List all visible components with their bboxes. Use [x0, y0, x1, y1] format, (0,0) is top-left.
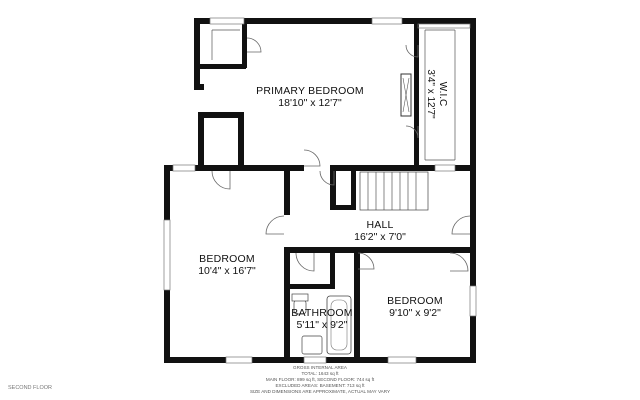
room-labels: PRIMARY BEDROOM 18'10" x 12'7" W.I.C 3'4…: [198, 69, 448, 331]
windows: [163, 17, 477, 364]
stairs: [359, 171, 429, 211]
area-summary: GROSS INTERNAL AREA TOTAL: 1643 sq ft MA…: [250, 365, 390, 394]
hall-dims: 16'2" x 7'0": [354, 231, 406, 243]
primary-bedroom-name: PRIMARY BEDROOM: [256, 85, 364, 97]
bedroom-right-dims: 9'10" x 9'2": [389, 307, 441, 319]
primary-bedroom-dims: 18'10" x 12'7": [278, 97, 342, 109]
bathroom-dims: 5'11" x 9'2": [297, 319, 348, 331]
area-title: GROSS INTERNAL AREA: [293, 365, 348, 370]
floor-label: SECOND FLOOR: [8, 385, 52, 391]
fixtures: [211, 29, 471, 355]
hall-name: HALL: [366, 219, 393, 231]
area-main: MAIN FLOOR: 899 sq ft, SECOND FLOOR: 744…: [266, 377, 375, 382]
wic-name: W.I.C: [437, 82, 448, 106]
bedroom-left-name: BEDROOM: [199, 253, 255, 265]
area-excluded: EXCLUDED AREAS: BASEMENT: 713 sq ft: [275, 383, 365, 388]
bathroom-name: BATHROOM: [291, 307, 353, 319]
bedroom-left-dims: 10'4" x 16'7": [198, 265, 256, 277]
wic-dims: 3'4" x 12'7": [425, 69, 436, 119]
area-note: SIZE AND DIMENSIONS ARE APPROXIMATE, ACT…: [250, 389, 390, 394]
area-total: TOTAL: 1643 sq ft: [301, 371, 339, 376]
bedroom-right-name: BEDROOM: [387, 295, 443, 307]
